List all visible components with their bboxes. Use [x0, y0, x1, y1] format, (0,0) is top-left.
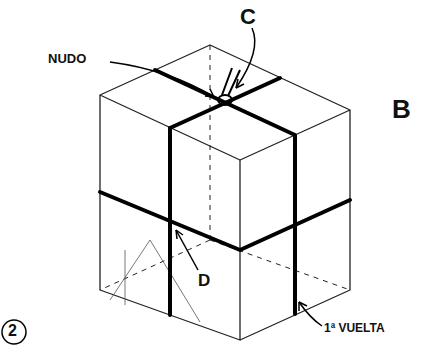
- figure-number: 2: [8, 323, 17, 339]
- point-letter: D: [198, 272, 210, 289]
- view-letter: B: [392, 96, 411, 122]
- point-letter: C: [240, 6, 256, 28]
- knot-callout: NUDO: [48, 52, 86, 65]
- turn-callout: 1ª VUELTA: [324, 322, 385, 334]
